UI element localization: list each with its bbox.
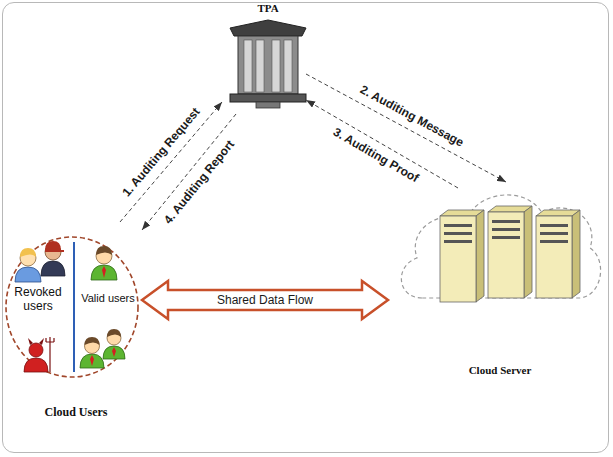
dashed-arrow xyxy=(306,100,458,188)
flow-label: Shared Data Flow xyxy=(215,293,315,307)
building-body xyxy=(238,36,298,94)
revoked-user-icon xyxy=(15,248,41,282)
step-label: 3. Auditing Proof xyxy=(331,125,421,185)
cloud-server-node: Cloud Server xyxy=(388,178,612,378)
building-base xyxy=(230,94,306,102)
dashed-arrow xyxy=(142,114,236,230)
step-label: 4. Auditing Report xyxy=(161,137,237,226)
building-column xyxy=(256,40,264,92)
node-title: Cloud Users xyxy=(2,405,150,420)
step-label: 2. Auditing Message xyxy=(358,82,466,149)
devil-icon xyxy=(24,337,54,372)
valid-user-icon xyxy=(103,329,125,359)
cloud-outline xyxy=(401,195,600,298)
server-rack xyxy=(488,206,532,298)
valid-user-icon xyxy=(80,337,104,368)
node-title: TPA xyxy=(222,2,314,14)
cloud-server xyxy=(401,195,600,302)
node-title: Cloud Server xyxy=(388,364,612,376)
users-circle xyxy=(6,237,138,377)
building-column xyxy=(272,40,280,92)
building-column xyxy=(284,40,292,92)
building-step xyxy=(256,102,280,108)
group-label: Revoked users xyxy=(8,286,68,314)
building-roof xyxy=(230,20,306,36)
server-rack xyxy=(536,210,580,298)
revoked-user-icon xyxy=(41,241,65,276)
users-group: Cloud Users Revoked users Valid users xyxy=(2,222,150,422)
valid-user-icon xyxy=(91,246,117,280)
divider-line xyxy=(73,242,75,372)
building-column xyxy=(244,40,252,92)
data-flow-arrow xyxy=(142,281,388,319)
tpa-building xyxy=(230,20,306,108)
server-rack xyxy=(440,210,484,302)
group-label: Valid users xyxy=(76,292,140,305)
tpa-node: TPA xyxy=(222,2,314,114)
